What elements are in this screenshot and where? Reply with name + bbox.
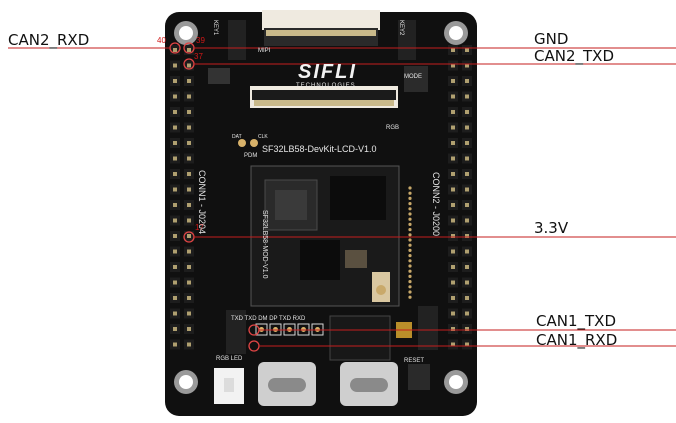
- rgb-led-label: RGB LED: [216, 356, 243, 362]
- reset-button-body: [408, 364, 430, 390]
- top-left-header: [228, 20, 246, 60]
- top-right-header: [398, 20, 416, 60]
- sifli-logo: SIFLI: [298, 61, 357, 83]
- pin-number-37: 37: [194, 52, 203, 61]
- bottom-right-header: [418, 306, 438, 350]
- mipi-label: MIPI: [258, 48, 271, 54]
- pdm-pad: [250, 139, 258, 147]
- pin-number-39: 39: [196, 36, 205, 45]
- pin-number-17: 17: [195, 223, 204, 232]
- pin-number-40: 40: [157, 36, 166, 45]
- callout-can1-txd: CAN1_TXD: [536, 312, 616, 330]
- key1-label: KEY1: [212, 20, 218, 36]
- callout-lines: [8, 47, 676, 347]
- uart-labels: TXD TXD DM DP TXD RXD: [231, 316, 306, 322]
- logo-subtitle: TECHNOLOGIES: [296, 83, 356, 89]
- key1-button-body: [208, 68, 230, 84]
- callout-3v3: 3.3V: [534, 219, 569, 237]
- sf32lb58-module: [250, 165, 400, 307]
- pdm-label: PDM: [244, 153, 258, 159]
- pdm-pad: [238, 139, 246, 147]
- rgb-label: RGB: [386, 125, 400, 131]
- board-name: SF32LB58-DevKit-LCD-V1.0: [262, 144, 377, 154]
- mounting-holes: [174, 21, 468, 394]
- right-pin-header: [448, 45, 472, 350]
- reset-label: RESET: [404, 358, 425, 364]
- conn2-label: CONN2 - J0200: [431, 172, 441, 237]
- mode-label: MODE: [404, 74, 422, 80]
- module-name: SF32LB58-MOD-V1.0: [261, 210, 268, 279]
- bottom-left-header: [226, 310, 246, 354]
- left-pin-header: [170, 45, 194, 350]
- dat-label: DAT: [232, 134, 242, 140]
- bottom-ic: [329, 315, 391, 361]
- callout-can2-rxd: CAN2_RXD: [8, 31, 90, 49]
- usb-c-right: [340, 362, 398, 406]
- callout-can1-rxd: CAN1_RXD: [536, 331, 618, 349]
- conn1-label: CONN1 - J0204: [197, 170, 207, 235]
- mode-switch-body: [404, 66, 428, 92]
- callout-can2-txd: CAN2_TXD: [534, 47, 614, 65]
- usb-c-left: [258, 362, 316, 406]
- mipi-fpc-connector: [262, 10, 380, 46]
- key2-label: KEY2: [398, 20, 404, 36]
- callout-gnd: GND: [534, 30, 569, 48]
- clk-label: CLK: [258, 134, 268, 140]
- lcd-fpc-connector: [250, 86, 398, 108]
- module-castellations: [408, 186, 412, 299]
